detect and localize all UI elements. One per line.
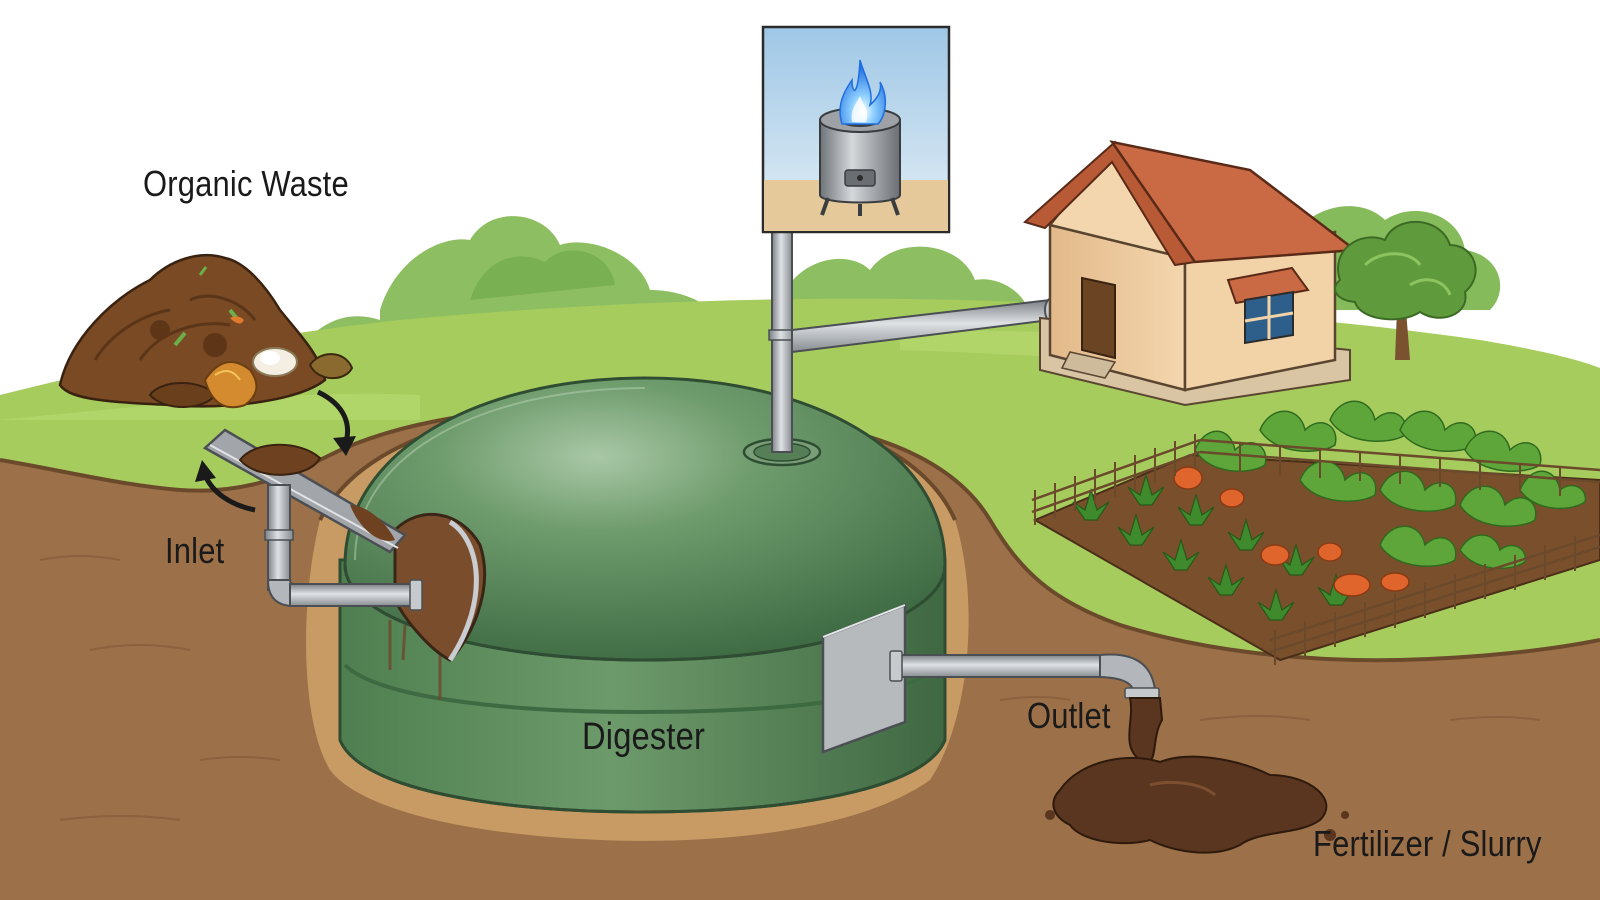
outlet-pipe — [889, 650, 1160, 699]
flow-arrow-down-icon — [316, 389, 356, 456]
organic-waste-pile — [58, 254, 354, 409]
label-organic-waste: Organic Waste — [143, 163, 349, 204]
flame-icon — [839, 59, 887, 125]
gas-stove-inset — [761, 25, 951, 234]
label-fertilizer-slurry: Fertilizer / Slurry — [1313, 823, 1542, 864]
flow-arrow-left-icon — [195, 460, 256, 513]
inlet-pipe — [264, 484, 423, 611]
house-icon — [1022, 140, 1359, 407]
label-inlet: Inlet — [165, 530, 225, 571]
label-outlet: Outlet — [1027, 695, 1111, 736]
inlet-chute — [202, 428, 407, 554]
slurry-puddle — [1045, 697, 1349, 854]
tree-icon — [1334, 220, 1477, 360]
vegetable-garden-icon — [1031, 400, 1600, 665]
label-digester: Digester — [582, 716, 706, 758]
